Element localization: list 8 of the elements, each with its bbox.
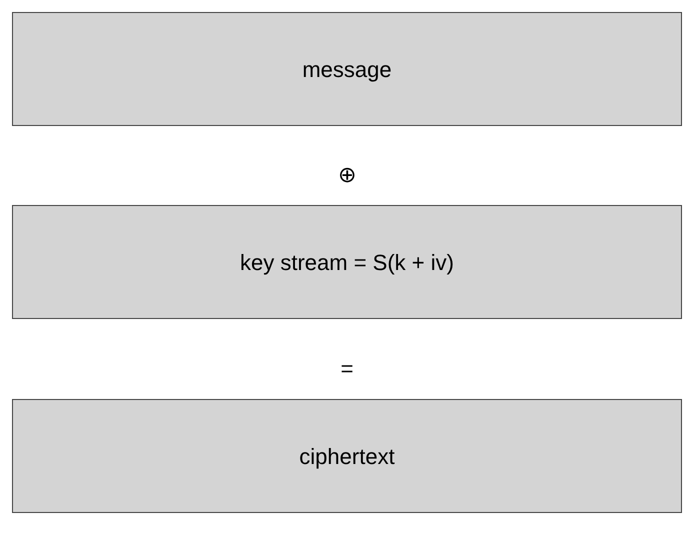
box-label: ciphertext bbox=[299, 442, 395, 471]
process-box bbox=[12, 205, 682, 319]
operator-symbol: = bbox=[340, 355, 354, 383]
process-box bbox=[12, 12, 682, 126]
box-label: key stream = S(k + iv) bbox=[240, 248, 454, 277]
operator-symbol: ⊕ bbox=[338, 161, 356, 189]
box-label: message bbox=[302, 56, 392, 84]
process-box bbox=[12, 399, 682, 513]
